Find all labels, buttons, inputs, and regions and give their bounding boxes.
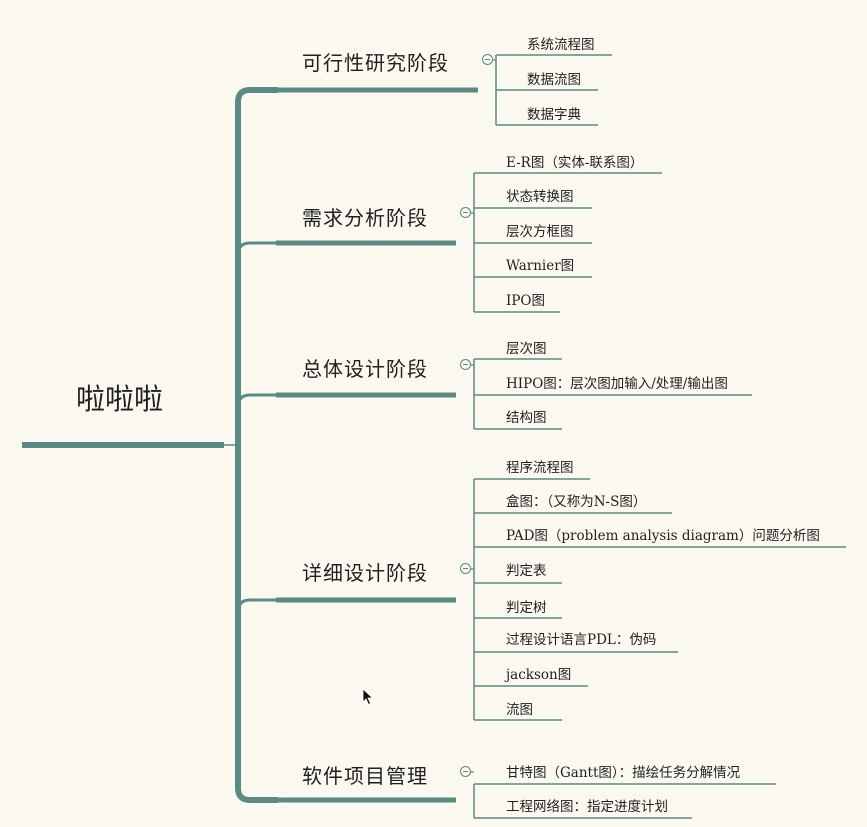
leaf-topic[interactable]: HIPO图：层次图加输入/处理/输出图	[506, 376, 728, 392]
branch-topic-feasibility[interactable]: 可行性研究阶段	[302, 51, 449, 75]
leaf-topic[interactable]: jackson图	[506, 667, 572, 683]
mouse-cursor-icon	[362, 688, 374, 706]
branch-topic-detailed-design[interactable]: 详细设计阶段	[302, 561, 428, 585]
leaf-topic[interactable]: 工程网络图：指定进度计划	[506, 799, 668, 815]
leaf-topic[interactable]: 判定表	[506, 563, 547, 579]
leaf-topic[interactable]: 程序流程图	[506, 460, 574, 476]
collapse-minus-icon[interactable]	[482, 54, 493, 65]
leaf-topic[interactable]: PAD图（problem analysis diagram）问题分析图	[506, 528, 820, 544]
leaf-topic[interactable]: 判定树	[506, 600, 547, 616]
root-topic[interactable]: 啦啦啦	[76, 382, 164, 416]
branch-topic-overall-design[interactable]: 总体设计阶段	[302, 357, 428, 381]
leaf-topic[interactable]: 结构图	[506, 410, 547, 426]
branch-arc	[236, 241, 278, 256]
collapse-minus-icon[interactable]	[460, 766, 471, 777]
leaf-topic[interactable]: 过程设计语言PDL：伪码	[506, 632, 657, 648]
trunk-line	[235, 87, 278, 803]
leaf-topic[interactable]: 数据字典	[527, 107, 581, 123]
leaf-topic[interactable]: Warnier图	[506, 258, 575, 274]
leaf-topic[interactable]: 流图	[506, 702, 533, 718]
collapse-minus-icon[interactable]	[460, 207, 471, 218]
branch-arc	[236, 393, 278, 408]
leaf-topic[interactable]: 系统流程图	[527, 37, 595, 53]
branch-topic-requirements[interactable]: 需求分析阶段	[302, 206, 428, 230]
leaf-topic[interactable]: 数据流图	[527, 72, 581, 88]
collapse-minus-icon[interactable]	[460, 359, 471, 370]
leaf-topic[interactable]: 状态转换图	[506, 189, 574, 205]
leaf-topic[interactable]: 盒图：（又称为N-S图）	[506, 494, 647, 510]
branch-arc	[236, 598, 278, 613]
leaf-topic[interactable]: E-R图（实体-联系图）	[506, 155, 644, 171]
leaf-topic[interactable]: 层次方框图	[506, 224, 574, 240]
leaf-topic[interactable]: 层次图	[506, 341, 547, 357]
leaf-topic[interactable]: IPO图	[506, 293, 545, 309]
collapse-minus-icon[interactable]	[460, 563, 471, 574]
leaf-topic[interactable]: 甘特图（Gantt图）：描绘任务分解情况	[506, 765, 741, 781]
branch-topic-project-management[interactable]: 软件项目管理	[302, 764, 428, 788]
